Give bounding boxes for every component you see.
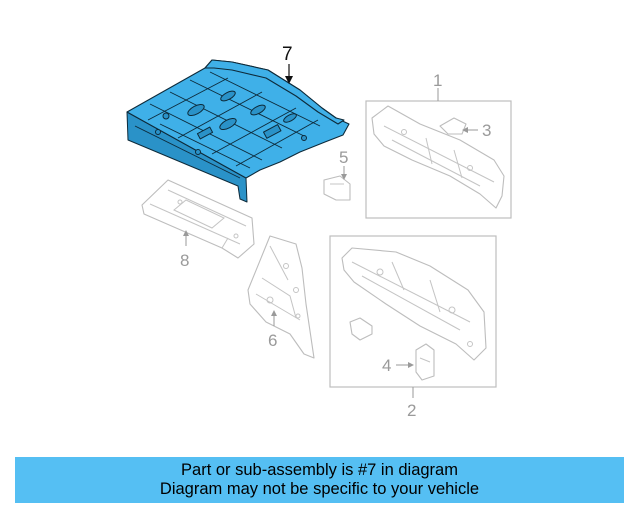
arrow-3 bbox=[462, 127, 468, 133]
callout-3[interactable]: 3 bbox=[482, 121, 491, 140]
part-2-small-clip[interactable] bbox=[349, 317, 373, 341]
arrow-6 bbox=[271, 310, 277, 316]
callout-5[interactable]: 5 bbox=[339, 148, 348, 167]
callout-8[interactable]: 8 bbox=[180, 251, 189, 270]
part-2-floor-section[interactable] bbox=[341, 247, 487, 361]
part-4-bracket[interactable] bbox=[415, 343, 435, 381]
callout-2[interactable]: 2 bbox=[407, 401, 416, 420]
callout-6[interactable]: 6 bbox=[268, 331, 277, 350]
part-1-rear-panel[interactable] bbox=[371, 105, 505, 209]
arrow-4 bbox=[408, 362, 414, 368]
banner-line-2: Diagram may not be specific to your vehi… bbox=[159, 480, 480, 498]
arrow-8 bbox=[183, 230, 189, 236]
arrow-5 bbox=[341, 174, 347, 180]
callout-7[interactable]: 7 bbox=[282, 44, 293, 65]
part-5-bracket[interactable] bbox=[323, 175, 351, 201]
banner-line-1: Part or sub-assembly is #7 in diagram bbox=[181, 461, 458, 479]
callout-1[interactable]: 1 bbox=[433, 71, 442, 90]
arrow-7 bbox=[285, 76, 293, 84]
parts-diagram: 7 1 3 5 8 6 4 2 bbox=[126, 44, 512, 420]
part-7-rear-floor-pan[interactable] bbox=[126, 59, 350, 203]
part-3-bracket[interactable] bbox=[439, 117, 467, 135]
callout-4[interactable]: 4 bbox=[382, 356, 391, 375]
part-8-cross-member[interactable] bbox=[141, 179, 255, 259]
info-banner: Part or sub-assembly is #7 in diagram Di… bbox=[15, 457, 624, 503]
part-6-side-member[interactable] bbox=[247, 235, 315, 359]
